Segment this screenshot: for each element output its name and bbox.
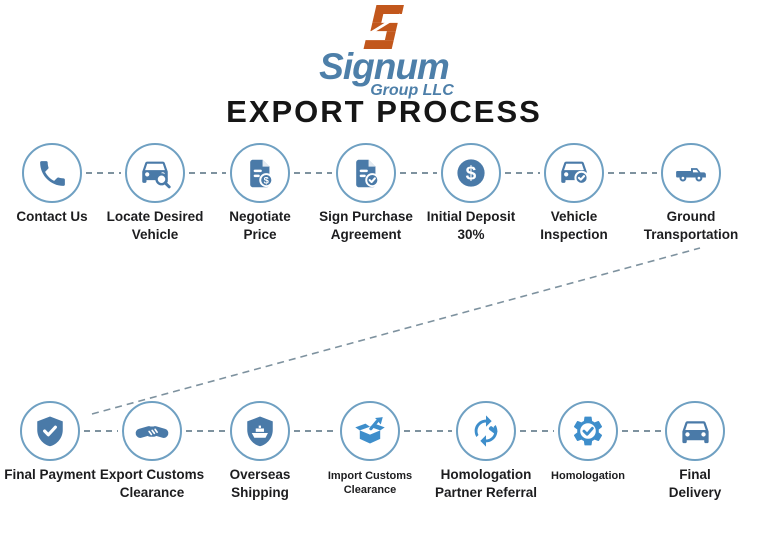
document-dollar-icon: $ [244,157,277,190]
step-label: Initial Deposit 30% [426,209,516,242]
step-circle [661,143,721,203]
step-homologation-partner-referral: Homologation Partner Referral [416,401,556,501]
svg-text:$: $ [466,164,477,185]
logo-brand-text: Signum [319,46,450,87]
row-transition-connector [91,247,701,415]
step-import-customs-clearance: Import Customs Clearance [300,401,440,498]
logo-subtext: Group LLC [370,82,454,100]
step-label: Contact Us [16,209,88,224]
dollar-circle-icon: $ [454,156,488,190]
step-circle [230,401,290,461]
step-label: Overseas Shipping [229,467,291,500]
step-sign-purchase-agreement: Sign Purchase Agreement [296,143,436,243]
step-label: Sign Purchase Agreement [319,209,413,242]
step-circle [340,401,400,461]
step-final-delivery: Final Delivery [625,401,765,501]
step-overseas-shipping: Overseas Shipping [190,401,330,501]
car-search-icon [138,156,172,190]
handshake-icon [134,413,170,449]
step-circle [22,143,82,203]
step-label: Final Payment [4,467,96,482]
step-circle [125,143,185,203]
phone-icon [36,157,69,190]
step-ground-transportation: Ground Transportation [621,143,761,243]
step-locate-desired-vehicle: Locate Desired Vehicle [85,143,225,243]
circular-arrows-icon [469,414,503,448]
step-vehicle-inspection: Vehicle Inspection [504,143,644,243]
step-label: Homologation [551,470,625,482]
step-label: Ground Transportation [643,209,739,242]
step-circle: $ [441,143,501,203]
step-contact-us: Contact Us [0,143,122,226]
step-label: Import Customs Clearance [327,470,413,497]
ship-shield-icon [243,414,277,448]
gear-check-icon [570,413,606,449]
step-label: Negotiate Price [229,209,291,242]
step-circle [20,401,80,461]
shield-check-icon [33,414,67,448]
open-box-arrow-icon [353,414,387,448]
car-check-icon [557,156,591,190]
document-check-icon [350,157,383,190]
step-circle [456,401,516,461]
step-circle [544,143,604,203]
step-negotiate-price: $ Negotiate Price [190,143,330,243]
pickup-truck-icon [674,156,708,190]
step-final-payment: Final Payment [0,401,120,484]
page-title: EXPORT PROCESS [226,94,542,129]
car-icon [678,414,713,449]
step-circle [336,143,396,203]
step-circle [558,401,618,461]
step-label: Final Delivery [668,467,722,500]
step-homologation: Homologation [518,401,658,483]
step-label: Export Customs Clearance [99,467,205,500]
step-circle: $ [230,143,290,203]
step-label: Vehicle Inspection [540,209,608,242]
step-initial-deposit-30: $ Initial Deposit 30% [401,143,541,243]
step-circle [122,401,182,461]
step-label: Homologation Partner Referral [434,467,538,500]
step-label: Locate Desired Vehicle [106,209,204,242]
step-circle [665,401,725,461]
logo: Signum Group LLC [0,5,768,99]
signum-logo-mark [363,5,404,49]
svg-text:$: $ [263,175,269,185]
step-export-customs-clearance: Export Customs Clearance [82,401,222,501]
